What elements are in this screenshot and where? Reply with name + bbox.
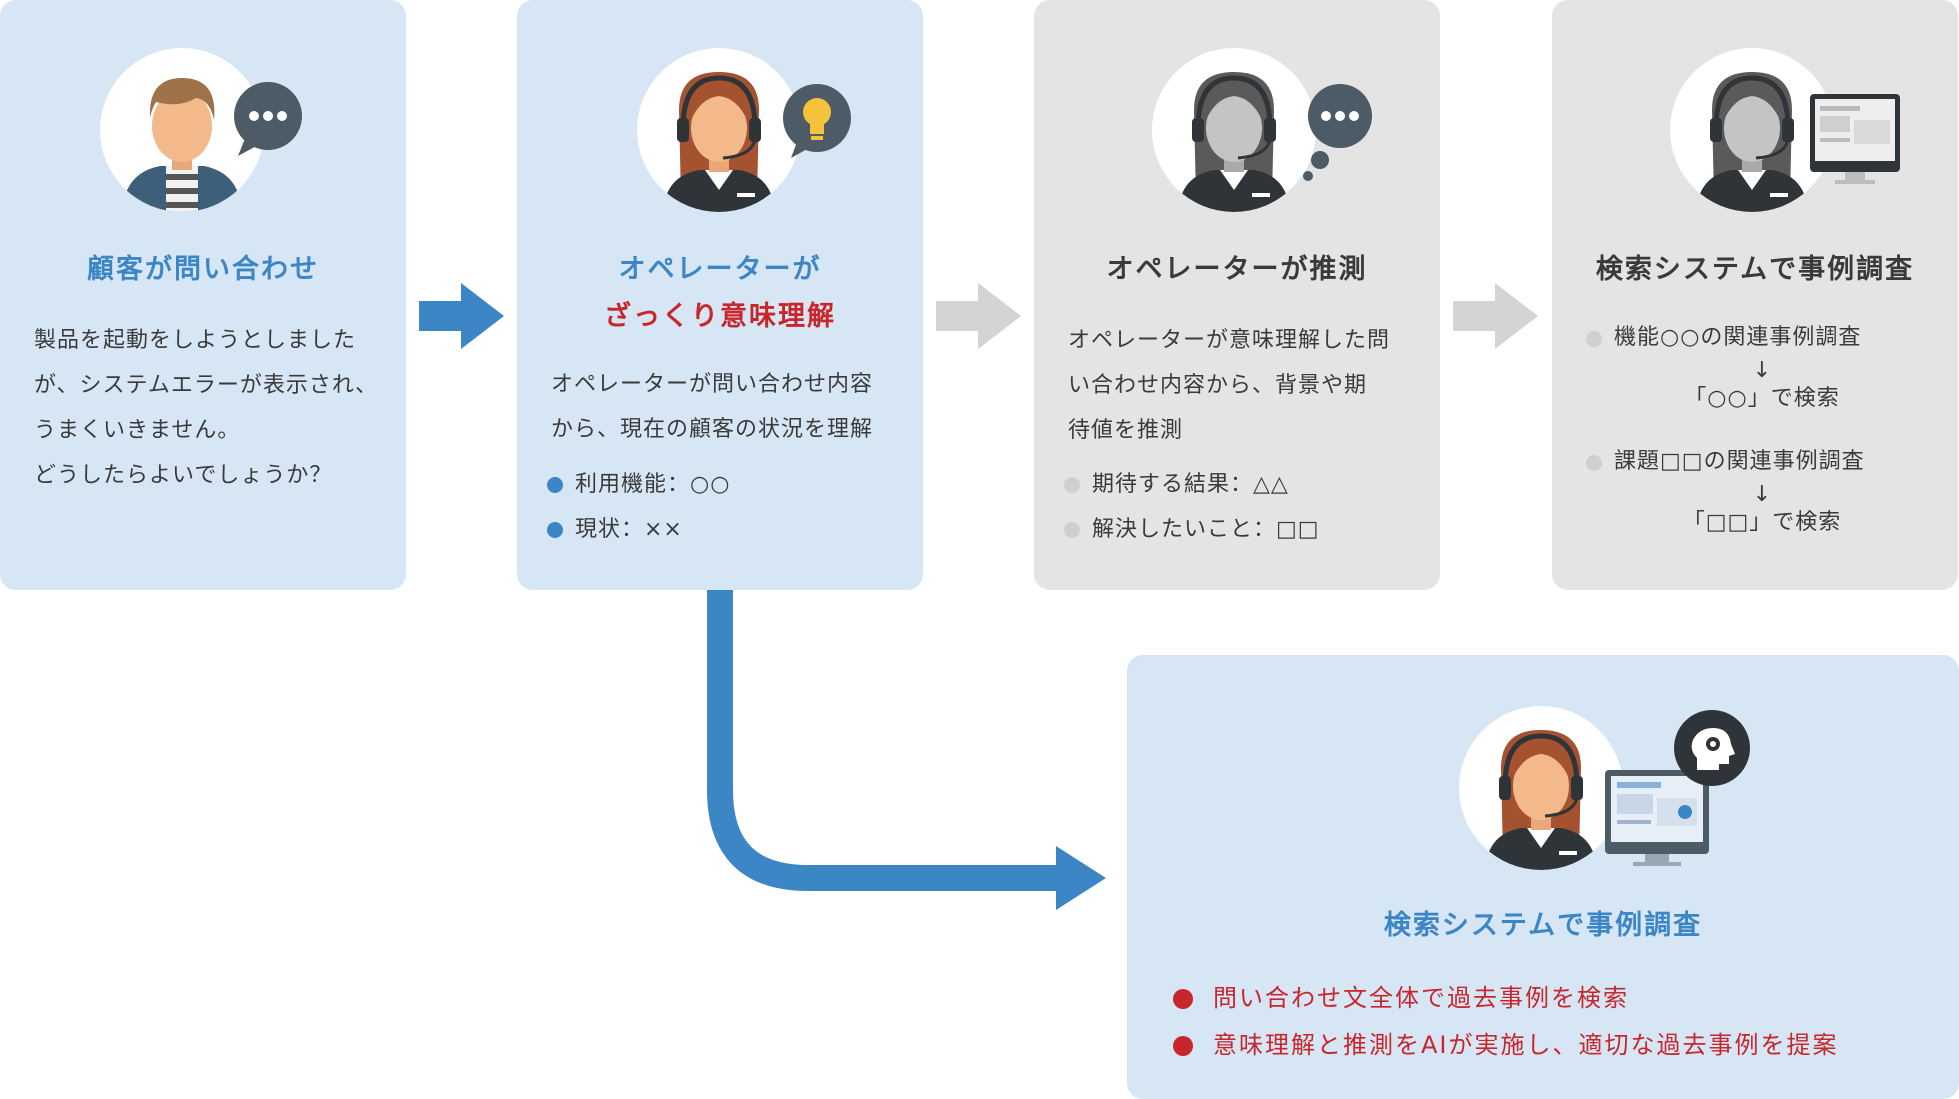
operator-thinking-icon	[1152, 48, 1372, 212]
card-title: 顧客が問い合わせ	[87, 254, 319, 285]
card-customer-inquiry: 顧客が問い合わせ 製品を起動をしようとしました が、システムエラーが表示され、 …	[0, 0, 406, 590]
bullet-text: 現状：××	[575, 517, 683, 542]
customer-speech-icon	[100, 48, 302, 212]
bullet-item: 利用機能：○○	[547, 462, 913, 507]
flow-arrow-icon	[419, 283, 504, 349]
body-line: 製品を起動をしようとしました	[34, 328, 357, 353]
research-list: 機能○○の関連事例調査 ↓ 「○○」で検索 課題□□の関連事例調査 ↓ 「□□」…	[1586, 318, 1938, 538]
operator-lightbulb-icon	[637, 48, 851, 212]
bottom-title: 検索システムで事例調査	[1383, 910, 1703, 941]
research-item: 機能○○の関連事例調査	[1586, 318, 1938, 358]
research-label: 課題□□の関連事例調査	[1614, 449, 1865, 474]
bullet-list: 利用機能：○○ 現状：××	[547, 462, 913, 552]
bullet-item: 解決したいこと：□□	[1064, 507, 1430, 552]
bullet-text: 問い合わせ文全体で過去事例を検索	[1213, 984, 1629, 1012]
body-line: オペレーターが問い合わせ内容	[551, 372, 874, 397]
body-line: 待値を推測	[1068, 418, 1184, 443]
bullet-dot-icon	[1064, 522, 1080, 538]
bottom-bullet-list: 問い合わせ文全体で過去事例を検索 意味理解と推測をAIが実施し、適切な過去事例を…	[1173, 975, 1839, 1069]
card-operator-understanding: オペレーターが ざっくり意味理解 オペレーターが問い合わせ内容 から、現在の顧客…	[517, 0, 923, 590]
operator-ai-monitor-icon	[1459, 706, 1750, 870]
bullet-dot-icon	[547, 477, 563, 493]
bullet-text: 解決したいこと：□□	[1092, 517, 1320, 542]
bullet-dot-icon	[1173, 1036, 1193, 1056]
bottom-bullet-item: 問い合わせ文全体で過去事例を検索	[1173, 975, 1839, 1022]
card-title-line2: ざっくり意味理解	[604, 301, 836, 332]
bottom-bullet-item: 意味理解と推測をAIが実施し、適切な過去事例を提案	[1173, 1022, 1839, 1069]
bullet-dot-icon	[1586, 331, 1602, 347]
card-ai-search: 検索システムで事例調査 問い合わせ文全体で過去事例を検索 意味理解と推測をAIが…	[1127, 655, 1959, 1099]
down-arrow-icon: ↓	[1752, 482, 1772, 507]
flow-arrow-icon	[1453, 283, 1538, 349]
bullet-text: 期待する結果：△△	[1092, 472, 1289, 497]
bullet-dot-icon	[547, 522, 563, 538]
bullet-dot-icon	[1173, 989, 1193, 1009]
research-result: 「○○」で検索	[1684, 386, 1840, 411]
body-line: うまくいきません。	[34, 418, 241, 443]
operator-monitor-icon	[1670, 48, 1900, 212]
bullet-dot-icon	[1586, 455, 1602, 471]
card-body: 製品を起動をしようとしました が、システムエラーが表示され、 うまくいきません。…	[34, 318, 382, 498]
card-title: オペレーターが推測	[1106, 254, 1368, 285]
bullet-item: 現状：××	[547, 507, 913, 552]
body-line: が、システムエラーが表示され、	[34, 373, 379, 398]
body-line: から、現在の顧客の状況を理解	[551, 417, 874, 442]
card-title: 検索システムで事例調査	[1595, 254, 1915, 285]
card-title-line1: オペレーターが	[618, 254, 822, 285]
card-operator-guess: オペレーターが推測 オペレーターが意味理解した問 い合わせ内容から、背景や期 待…	[1034, 0, 1440, 590]
body-line: オペレーターが意味理解した問	[1068, 328, 1391, 353]
card-body: オペレーターが意味理解した問 い合わせ内容から、背景や期 待値を推測	[1068, 318, 1416, 453]
flow-arrow-icon	[936, 283, 1021, 349]
research-item: 課題□□の関連事例調査	[1586, 442, 1938, 482]
bullet-text: 利用機能：○○	[575, 472, 731, 497]
bullet-text: 意味理解と推測をAIが実施し、適切な過去事例を提案	[1213, 1031, 1839, 1059]
bullet-dot-icon	[1064, 477, 1080, 493]
body-line: どうしたらよいでしょうか？	[34, 463, 333, 488]
bullet-item: 期待する結果：△△	[1064, 462, 1430, 507]
card-body: オペレーターが問い合わせ内容 から、現在の顧客の状況を理解	[551, 362, 899, 452]
bullet-list: 期待する結果：△△ 解決したいこと：□□	[1064, 462, 1430, 552]
research-result: 「□□」で検索	[1682, 510, 1842, 535]
body-line: い合わせ内容から、背景や期	[1068, 373, 1368, 398]
card-search-research: 検索システムで事例調査 機能○○の関連事例調査 ↓ 「○○」で検索 課題□□の関…	[1552, 0, 1958, 590]
down-arrow-icon: ↓	[1752, 358, 1772, 383]
research-label: 機能○○の関連事例調査	[1614, 325, 1862, 350]
